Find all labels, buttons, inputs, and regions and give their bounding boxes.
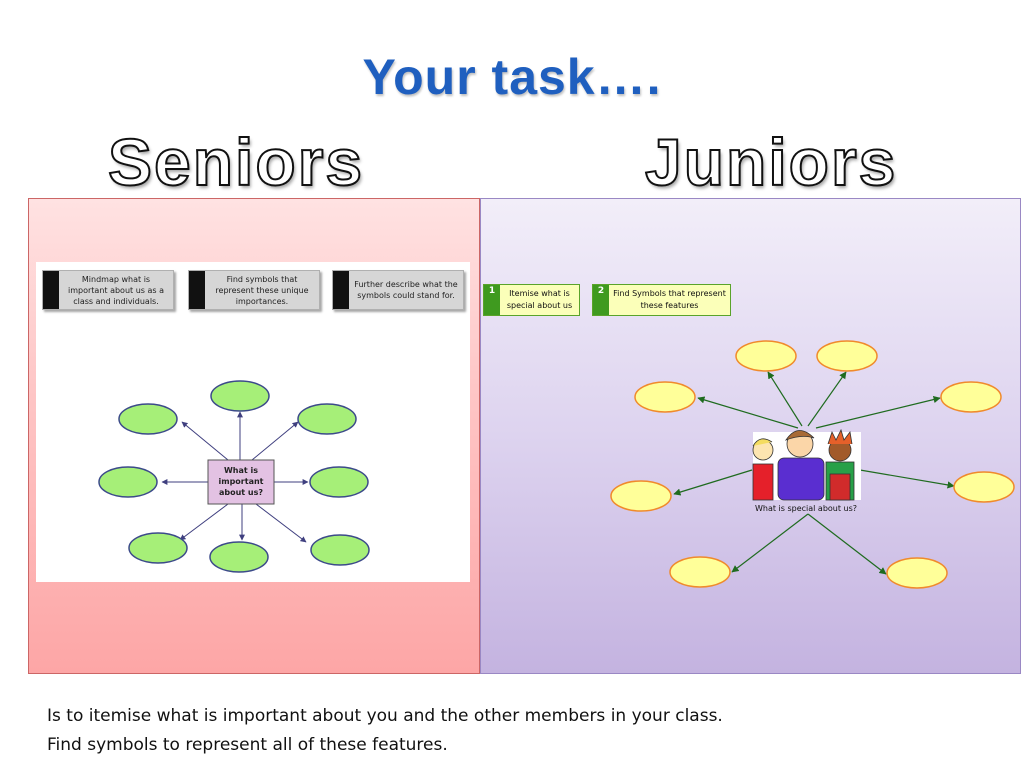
junior-node (816, 340, 878, 372)
junior-step-2: 2 Find Symbols that represent these feat… (592, 284, 731, 316)
junior-node (669, 556, 731, 588)
senior-node (209, 541, 269, 573)
senior-step-3: Further describe what the symbols could … (332, 270, 464, 310)
senior-mindmap-diagram: What is important about us? (98, 380, 370, 573)
senior-node (118, 403, 178, 435)
senior-node (310, 534, 370, 566)
junior-node (735, 340, 797, 372)
junior-node (634, 381, 696, 413)
step-marker (189, 271, 205, 309)
step-marker (43, 271, 59, 309)
senior-arrow (179, 503, 229, 541)
senior-center-label-line: important (219, 477, 264, 486)
junior-step-2-number: 2 (593, 285, 609, 315)
senior-arrow (181, 421, 229, 461)
senior-node (309, 466, 369, 498)
junior-step-1: 1 Itemise what is special about us (483, 284, 580, 316)
junior-arrow (815, 396, 941, 429)
senior-arrow (251, 421, 299, 461)
senior-node (297, 403, 357, 435)
senior-node (128, 532, 188, 564)
senior-center-label-line: What is (224, 466, 258, 475)
junior-mindmap-diagram: What is special about us? (610, 340, 1015, 589)
junior-node (940, 381, 1002, 413)
slide-title: Your task…. (362, 49, 662, 105)
junior-step-1-text: Itemise what is special about us (506, 289, 573, 310)
junior-arrow (859, 469, 955, 489)
instruction-line-1: Is to itemise what is important about yo… (47, 706, 723, 726)
juniors-heading: Juniors (644, 124, 898, 200)
junior-arrow (731, 513, 809, 573)
instruction-line-2: Find symbols to represent all of these f… (47, 735, 448, 755)
seniors-mindmap-image: Mindmap what is important about us as a … (36, 262, 470, 582)
junior-arrow (673, 469, 753, 496)
junior-node (953, 471, 1015, 503)
senior-center-label-line: about us? (219, 488, 263, 497)
junior-arrow (697, 396, 799, 429)
juniors-panel (480, 198, 1021, 674)
senior-step-1: Mindmap what is important about us as a … (42, 270, 174, 310)
senior-arrow (255, 503, 307, 543)
senior-step-2: Find symbols that represent these unique… (188, 270, 320, 310)
step-marker (333, 271, 349, 309)
junior-step-2-text: Find Symbols that represent these featur… (613, 289, 726, 310)
junior-center-caption: What is special about us? (755, 504, 857, 513)
junior-arrow (807, 371, 847, 427)
senior-step-2-text: Find symbols that represent these unique… (215, 274, 309, 306)
children-illustration (752, 428, 861, 501)
junior-arrow (767, 371, 803, 427)
senior-step-3-text: Further describe what the symbols could … (354, 280, 458, 300)
junior-arrow (807, 513, 887, 575)
junior-step-1-number: 1 (484, 285, 500, 315)
senior-center-box (207, 459, 275, 505)
junior-node (610, 480, 672, 512)
senior-node (98, 466, 158, 498)
senior-node (210, 380, 270, 412)
seniors-heading: Seniors (107, 124, 365, 200)
senior-step-1-text: Mindmap what is important about us as a … (68, 274, 164, 306)
junior-node (886, 557, 948, 589)
